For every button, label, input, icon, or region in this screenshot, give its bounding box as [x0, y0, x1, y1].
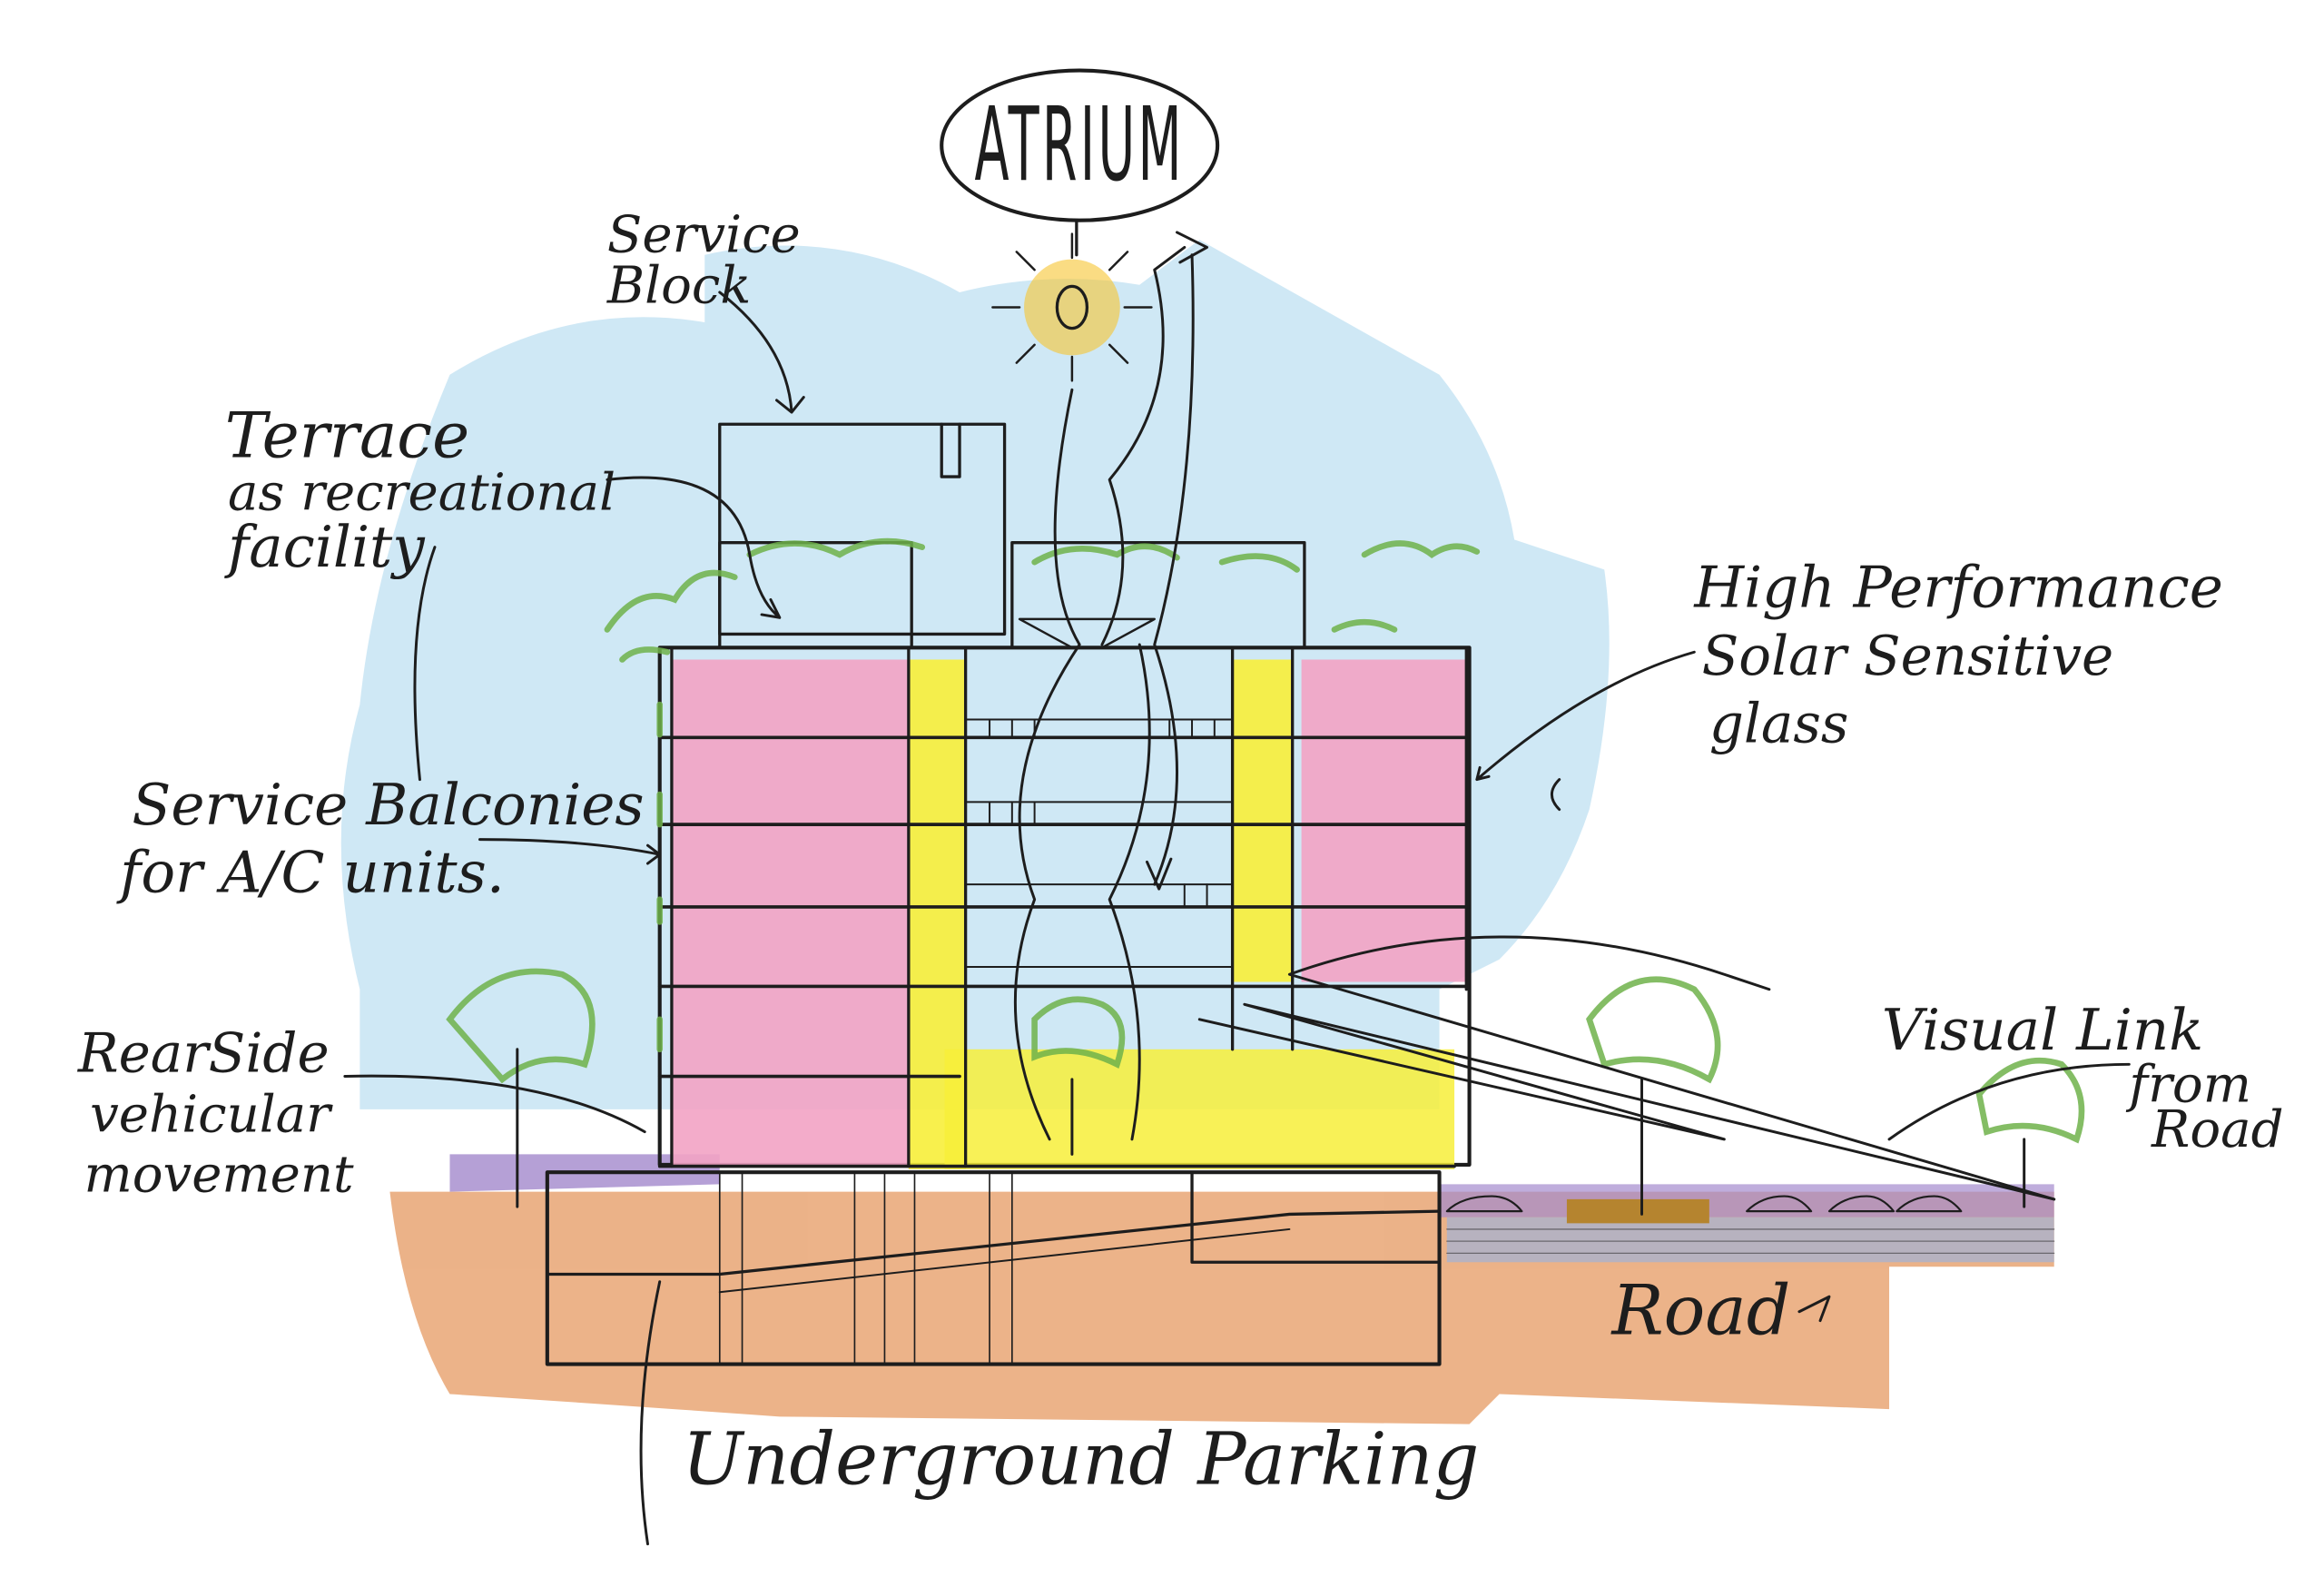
building: [545, 422, 1472, 1366]
sun-icon: [991, 232, 1153, 382]
label-terrace-1: Terrace: [225, 400, 469, 473]
label-high-perf-1: High Performance: [1693, 555, 2223, 621]
annotations: Service Block Terrace as recreational fa…: [77, 205, 2284, 1501]
road-cars: [1445, 1195, 1963, 1213]
label-terrace-2: as recreational: [228, 463, 615, 522]
label-visual-2: from: [2125, 1056, 2251, 1115]
ground-wash: [389, 1154, 2054, 1424]
road-paving: [1446, 1198, 2055, 1263]
atrium-light-right: [1232, 659, 1293, 982]
atrium-callout: ATRIUM: [940, 68, 1220, 257]
label-visual-3: Road: [2151, 1100, 2283, 1159]
airflow-arrows: [1013, 231, 1209, 1141]
service-block-tower: [718, 422, 1007, 636]
label-service-balc-1: Service Balconies: [132, 772, 644, 838]
leader-lines: [343, 291, 2131, 1546]
label-rearside-1: RearSide: [77, 1023, 330, 1086]
underground-parking: [545, 1170, 1442, 1366]
atrium-label: ATRIUM: [975, 86, 1185, 204]
label-terrace-3: facility: [224, 514, 426, 580]
label-rearside-3: movement: [84, 1146, 354, 1205]
label-high-perf-3: glass: [1709, 693, 1849, 755]
label-service-balc-2: for A/C units.: [116, 839, 505, 905]
label-underground-parking: Underground Parking: [682, 1417, 1479, 1502]
label-service-block-1: Service: [607, 205, 801, 264]
label-rearside-2: vehicular: [90, 1086, 333, 1145]
tree-trunks: [516, 1048, 2026, 1216]
apartments-left: [671, 659, 909, 1167]
apartments-right: [1301, 659, 1467, 982]
label-high-perf-2: Solar Sensitive: [1702, 626, 2114, 688]
label-road: Road: [1610, 1270, 1790, 1351]
label-visual-1: Visual Link: [1882, 997, 2204, 1063]
label-service-block-2: Block: [606, 257, 751, 316]
